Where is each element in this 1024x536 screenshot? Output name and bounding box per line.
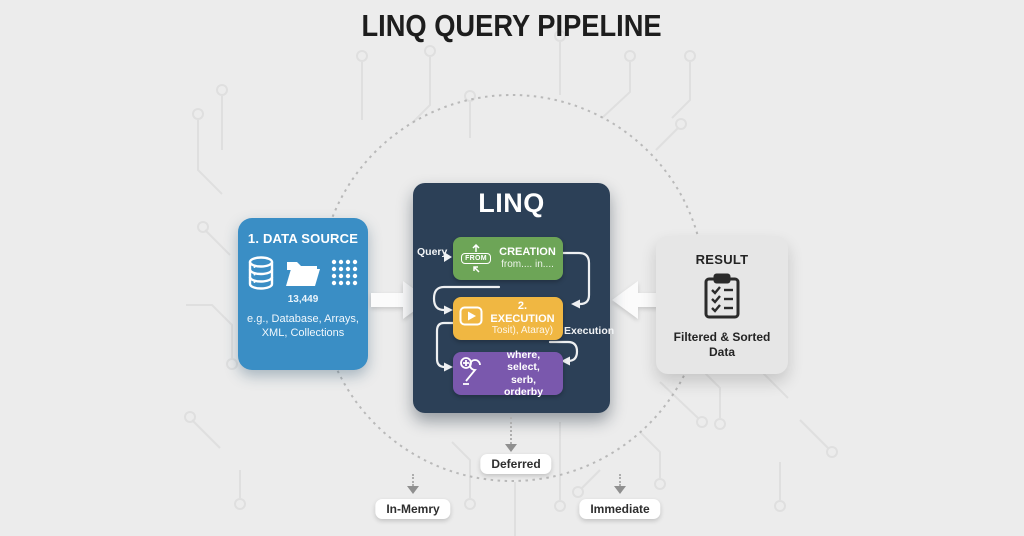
wrench-icon [459,356,485,391]
linq-title: LINQ [478,188,545,218]
data-source-examples: e.g., Database, Arrays, XML, Collections [247,313,359,340]
execution-label: Execution [564,325,615,337]
result-title: RESULT [695,252,749,267]
folder-icon [285,258,321,293]
data-source-box: 1. DATA SOURCE [238,218,368,370]
flow-arrow-left-icon [612,281,670,324]
result-caption: Filtered & Sorted Data [673,330,771,359]
creation-stage: FROM CREATION from.... in.... [453,237,563,280]
execution-title: 2. EXECUTION [490,300,555,325]
creation-subtitle: from.... in.... [501,259,554,271]
operators-line2: serb, orderby [503,373,544,398]
database-icon [246,255,276,295]
data-grid-icon [330,258,360,293]
operators-line1: where, select, [506,349,541,374]
immediate-pill: Immediate [579,499,661,519]
result-box: RESULT Filtered & Sorted Data [656,236,788,374]
clipboard-icon [656,273,788,326]
execution-stage: 2. EXECUTION Tosit), Ataray) [453,297,563,340]
query-label: Query [417,246,448,258]
in-memory-connector [412,474,414,486]
data-source-count: 13,449 [287,294,319,305]
in-memory-pill: In-Memry [375,499,451,519]
deferred-arrowhead-icon [505,444,517,452]
data-source-icons [238,255,368,295]
linq-box: LINQ Query Execution FROM CREATION from.… [413,183,614,413]
operators-stage: where, select, serb, orderby [453,349,563,398]
execution-subtitle: Tosit), Ataray) [491,325,554,337]
page-title: LINQ QUERY PIPELINE [361,8,663,43]
immediate-connector [619,474,621,486]
deferred-connector [510,417,512,444]
immediate-arrowhead-icon [614,486,626,494]
play-icon [459,306,483,331]
from-icon: FROM [459,244,493,273]
creation-title: CREATION [499,246,556,259]
in-memory-arrowhead-icon [407,486,419,494]
data-source-title: 1. DATA SOURCE [247,231,359,246]
deferred-pill: Deferred [480,454,552,474]
query-arrowhead-icon [444,252,452,262]
